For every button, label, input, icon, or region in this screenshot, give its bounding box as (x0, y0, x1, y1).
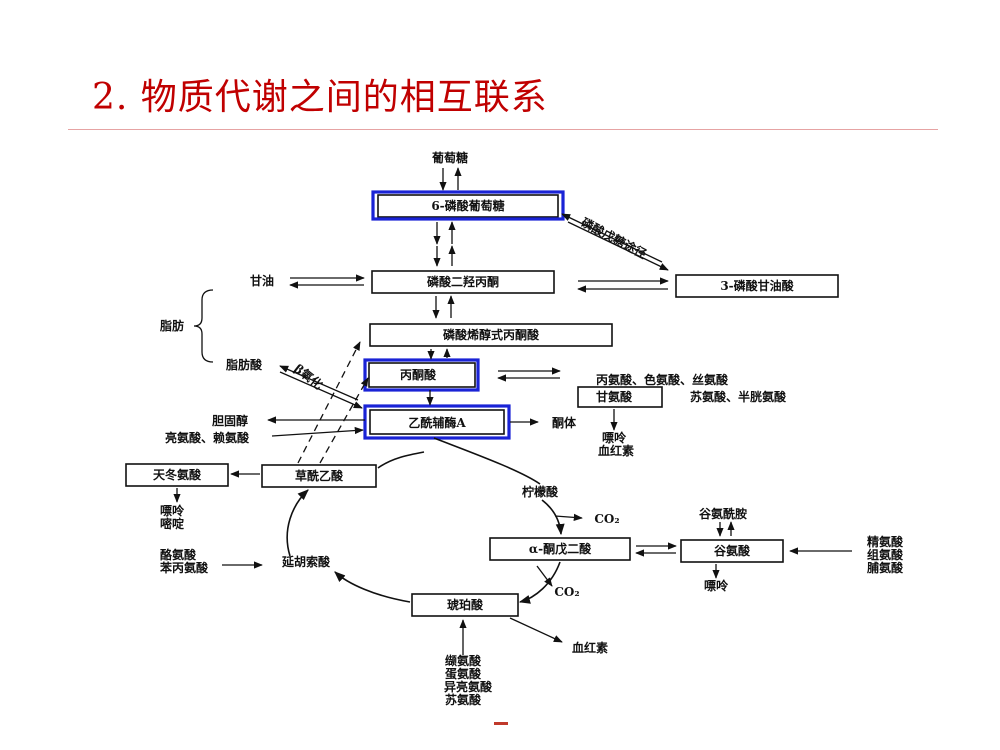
node-his: 组氨酸 (867, 547, 904, 562)
succinate-box (411, 593, 519, 617)
node-glycine: 甘氨酸 (596, 389, 633, 404)
node-aa-pyruvate: 丙氨酸、色氨酸、丝氨酸 (596, 372, 729, 387)
akg-box (489, 537, 631, 561)
node-pyruvate: 丙酮酸 (400, 367, 437, 382)
dhap-box (371, 270, 555, 294)
node-tyr: 酪氨酸 (160, 547, 197, 562)
node-co2-1: CO₂ (594, 512, 619, 526)
aspartate-box (125, 463, 229, 487)
tca-cycle (286, 437, 565, 604)
node-akg: α-酮戊二酸 (529, 541, 592, 556)
node-leu-lys: 亮氨酸、赖氨酸 (165, 430, 250, 445)
node-beta-oxidation: β氧化 (292, 361, 326, 393)
g6p-highlight (371, 190, 565, 221)
oxaloacetate-box (261, 464, 377, 488)
node-cholesterol: 胆固醇 (212, 413, 248, 428)
pyruvate-highlight (363, 358, 480, 392)
glutamate-box (680, 539, 784, 563)
node-purine-3: 嘌呤 (704, 578, 729, 593)
node-oxaloacetate: 草酰乙酸 (295, 468, 344, 483)
node-citrate: 柠檬酸 (522, 484, 559, 499)
node-ile: 异亮氨酸 (444, 679, 493, 694)
pep-box (369, 323, 613, 347)
title-divider (68, 129, 938, 130)
node-fumarate: 延胡索酸 (281, 554, 331, 569)
node-purine-1: 嘌呤 (602, 430, 627, 445)
node-succinate: 琥珀酸 (447, 597, 484, 612)
node-glutamine: 谷氨酰胺 (699, 506, 747, 521)
node-ketone: 酮体 (552, 415, 577, 430)
node-phe: 苯丙氨酸 (159, 560, 209, 575)
node-glutamate: 谷氨酸 (714, 543, 751, 558)
glycine-box (577, 386, 663, 408)
acetyl-coa-box (369, 409, 505, 435)
fat-brace (193, 289, 214, 363)
node-pyrimidine: 嘧啶 (160, 516, 184, 531)
pyruvate-box (368, 362, 476, 388)
node-dhap: 磷酸二羟丙酮 (427, 274, 499, 289)
page-title: 2. 物质代谢之间的相互联系 (92, 77, 548, 118)
node-pep: 磷酸烯醇式丙酮酸 (443, 327, 540, 342)
node-ppp: 磷酸戊糖途径 (579, 214, 650, 261)
node-acetyl-coa: 乙酰辅酶A (408, 415, 466, 430)
acetyl-coa-highlight (363, 404, 511, 440)
node-thr: 苏氨酸 (445, 692, 482, 707)
node-purine-2: 嘌呤 (160, 503, 185, 518)
arrows (173, 167, 852, 655)
pg3-box (675, 274, 839, 298)
node-glycerol: 甘油 (250, 273, 274, 288)
node-met: 蛋氨酸 (445, 666, 482, 681)
node-co2-2: CO₂ (554, 585, 579, 599)
node-fatty-acid: 脂肪酸 (225, 357, 263, 372)
node-pg3: 3-磷酸甘油酸 (720, 278, 794, 293)
node-fat: 脂肪 (159, 318, 184, 333)
bottom-mark (494, 722, 508, 725)
g6p-box (377, 194, 559, 218)
node-thr-cys: 苏氨酸、半胱氨酸 (690, 389, 787, 404)
node-aspartate: 天冬氨酸 (153, 467, 202, 482)
node-glucose: 葡萄糖 (431, 150, 468, 165)
node-heme-1: 血红素 (598, 443, 634, 458)
node-val: 缬氨酸 (445, 653, 482, 668)
node-heme-2: 血红素 (572, 640, 608, 655)
node-arg: 精氨酸 (867, 534, 904, 549)
node-g6p: 6-磷酸葡萄糖 (431, 198, 504, 213)
node-pro: 脯氨酸 (867, 560, 904, 575)
